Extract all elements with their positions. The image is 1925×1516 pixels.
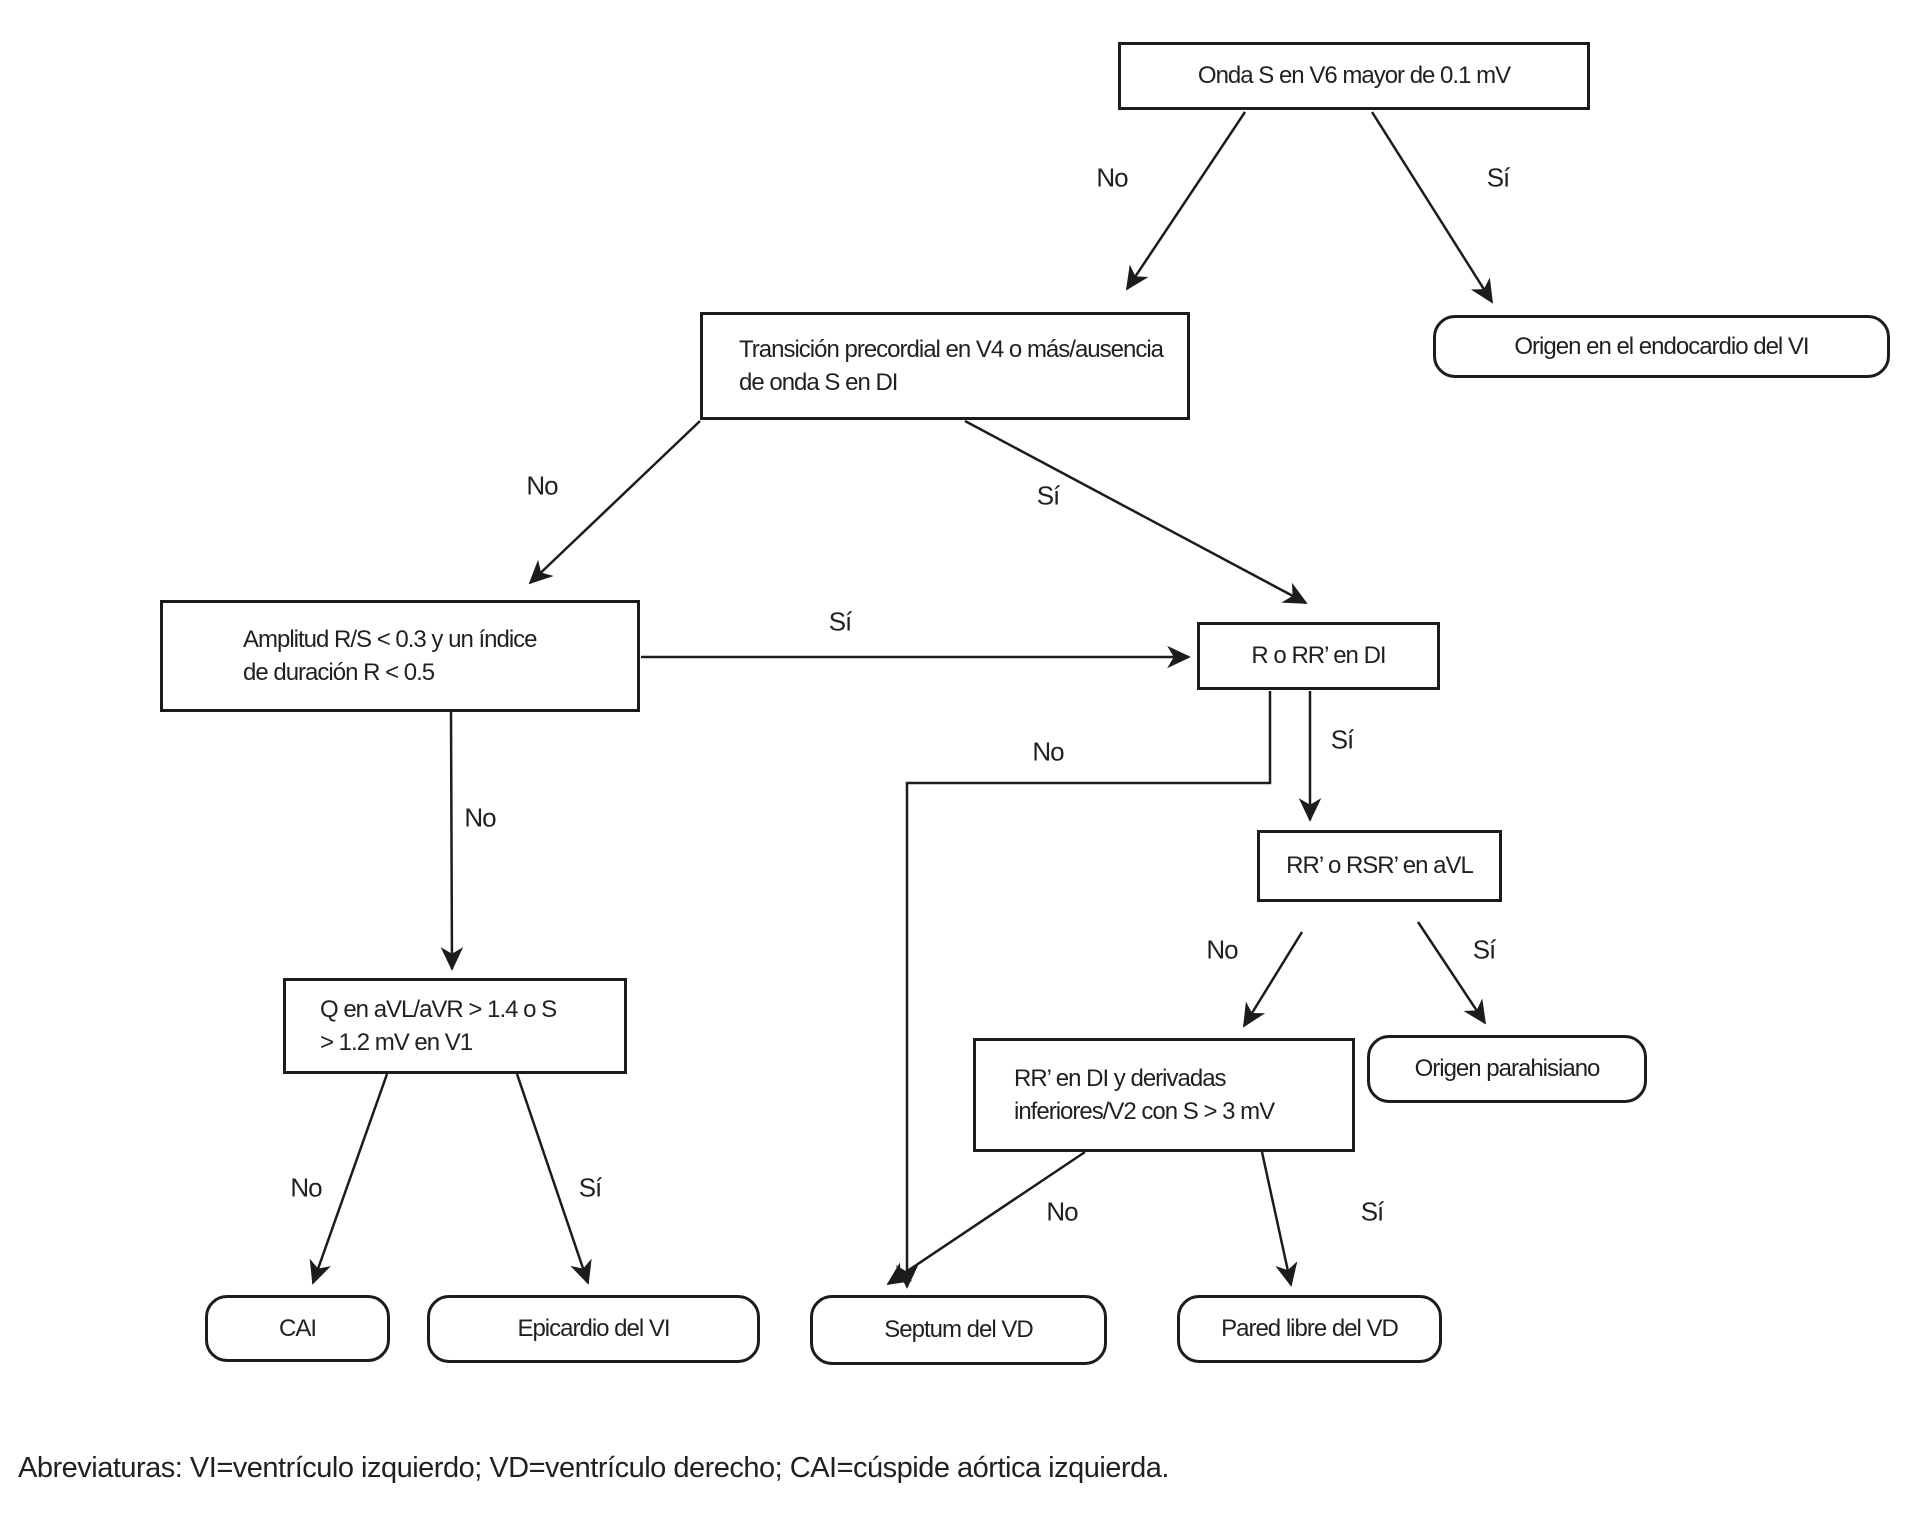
edge-label-amplitud-no: No <box>464 802 496 833</box>
edge-label-q-no: No <box>290 1172 322 1203</box>
node-amplitud-rs: Amplitud R/S < 0.3 y un índice de duraci… <box>160 600 640 712</box>
arrow-rrdi-no <box>886 1150 1086 1286</box>
arrow-transicion-no <box>528 420 701 585</box>
arrow-onda-no <box>1125 111 1247 291</box>
edge-label-rodi-si: Sí <box>1330 724 1355 755</box>
node-q-avl-avr: Q en aVL/aVR > 1.4 o S > 1.2 mV en V1 <box>283 978 627 1074</box>
edge-label-q-si: Sí <box>578 1172 603 1203</box>
arrow-amplitud-no <box>440 711 464 971</box>
node-rr-di-derivadas: RR’ en DI y derivadas inferiores/V2 con … <box>973 1038 1355 1152</box>
result-epicardio-vi: Epicardio del VI <box>427 1295 760 1363</box>
node-r-o-rr-di: R o RR’ en DI <box>1197 622 1440 690</box>
edge-label-amplitud-si: Sí <box>828 606 853 637</box>
result-origen-parahisiano: Origen parahisiano <box>1367 1035 1647 1103</box>
result-origen-endocardio-vi: Origen en el endocardio del VI <box>1433 315 1890 378</box>
edge-label-transicion-no: No <box>526 470 558 501</box>
result-pared-libre-vd: Pared libre del VD <box>1177 1295 1442 1363</box>
footer-abbreviations: Abreviaturas: VI=ventrículo izquierdo; V… <box>18 1452 1169 1484</box>
edge-label-rrdi-no: No <box>1046 1196 1078 1227</box>
edge-label-transicion-si: Sí <box>1036 480 1061 511</box>
node-rr-o-rsr-avl: RR’ o RSR’ en aVL <box>1257 830 1502 902</box>
edge-label-rodi-no: No <box>1032 736 1064 767</box>
edge-label-onda-si: Sí <box>1486 162 1511 193</box>
result-septum-vd: Septum del VD <box>810 1295 1107 1365</box>
arrow-q-no <box>309 1073 389 1285</box>
arrow-rrdi-si <box>1260 1151 1298 1287</box>
node-onda-s-v6: Onda S en V6 mayor de 0.1 mV <box>1118 42 1590 110</box>
arrow-avl-no <box>1242 931 1304 1028</box>
arrow-rodi-no <box>895 691 1272 1289</box>
node-transicion-precordial: Transición precordial en V4 o más/ausenc… <box>700 312 1190 420</box>
arrow-onda-si <box>1370 111 1494 304</box>
arrow-transicion-si <box>964 419 1308 605</box>
edge-label-onda-no: No <box>1096 162 1128 193</box>
edge-label-avl-si: Sí <box>1472 934 1497 965</box>
edge-label-rrdi-si: Sí <box>1360 1196 1385 1227</box>
edge-label-avl-no: No <box>1206 934 1238 965</box>
arrow-avl-si <box>1416 921 1487 1025</box>
result-cai: CAI <box>205 1295 390 1362</box>
arrow-q-si <box>515 1073 592 1285</box>
